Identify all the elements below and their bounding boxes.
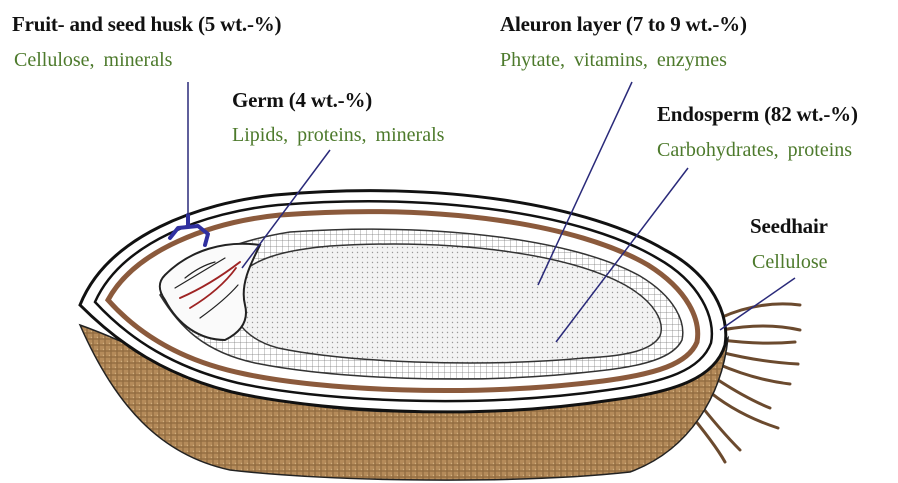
germ-title: Germ (4 wt.-%) — [232, 90, 372, 111]
aleuron-description: Phytate, vitamins, enzymes — [500, 50, 727, 70]
endosperm-title: Endosperm (82 wt.-%) — [657, 104, 858, 125]
husk-title: Fruit- and seed husk (5 wt.-%) — [12, 14, 281, 35]
husk-description: Cellulose, minerals — [14, 50, 172, 70]
aleuron-title: Aleuron layer (7 to 9 wt.-%) — [500, 14, 747, 35]
seedhair-description: Cellulose — [752, 252, 828, 272]
seedhair-title: Seedhair — [750, 216, 828, 237]
germ-description: Lipids, proteins, minerals — [232, 125, 444, 145]
endosperm-description: Carbohydrates, proteins — [657, 140, 852, 160]
